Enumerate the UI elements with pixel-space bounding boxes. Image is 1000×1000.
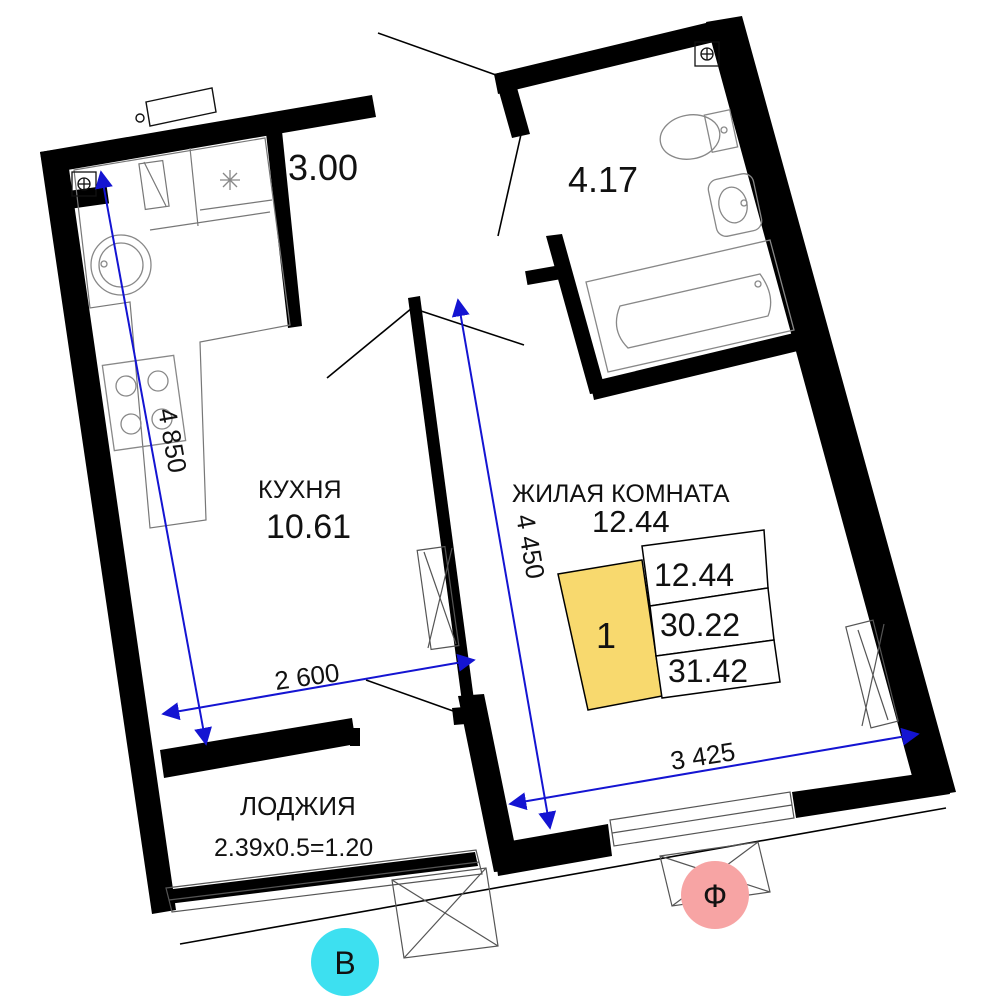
window-icon	[845, 619, 899, 729]
dimension-kitchen-length: 4 850	[152, 406, 193, 475]
marker-right: Ф	[681, 861, 749, 929]
marker-left: В	[311, 928, 379, 996]
summary-table: 1 12.44 30.22 31.42	[557, 529, 781, 711]
marker-right-label: Ф	[703, 878, 727, 914]
corridor-area: 3.00	[288, 147, 358, 188]
dimension-kitchen-length-line	[95, 170, 212, 746]
bathtub-icon	[585, 239, 795, 373]
sink-icon	[707, 173, 763, 237]
loggia-name: ЛОДЖИЯ	[240, 791, 356, 821]
kitchen-area: 10.61	[266, 508, 351, 546]
summary-living-area: 12.44	[654, 557, 734, 593]
kitchen-name: КУХНЯ	[258, 476, 342, 504]
dimension-kitchen-width: 2 600	[273, 657, 342, 696]
marker-left-label: В	[334, 945, 355, 981]
summary-total-area: 30.22	[660, 607, 740, 643]
rooms-count: 1	[596, 615, 616, 656]
window-icon	[416, 545, 460, 651]
bathroom-area: 4.17	[568, 159, 638, 200]
living-room-name: ЖИЛАЯ КОМНАТА	[512, 480, 730, 508]
window-icon	[135, 87, 217, 127]
toilet-icon	[659, 108, 739, 160]
window-icon	[165, 849, 499, 959]
loggia-formula: 2.39x0.5=1.20	[214, 834, 373, 862]
dimension-kitchen-width-line	[161, 653, 476, 721]
riser-icon	[694, 41, 720, 67]
summary-total-with-loggia: 31.42	[668, 653, 748, 689]
dimension-living-width: 3 425	[668, 736, 737, 776]
dimension-living-width-line	[508, 727, 920, 811]
ventilation-icon	[220, 170, 240, 190]
dimension-lines	[95, 170, 920, 830]
dimension-living-length: 4 450	[510, 512, 551, 581]
living-room-area: 12.44	[592, 504, 670, 539]
